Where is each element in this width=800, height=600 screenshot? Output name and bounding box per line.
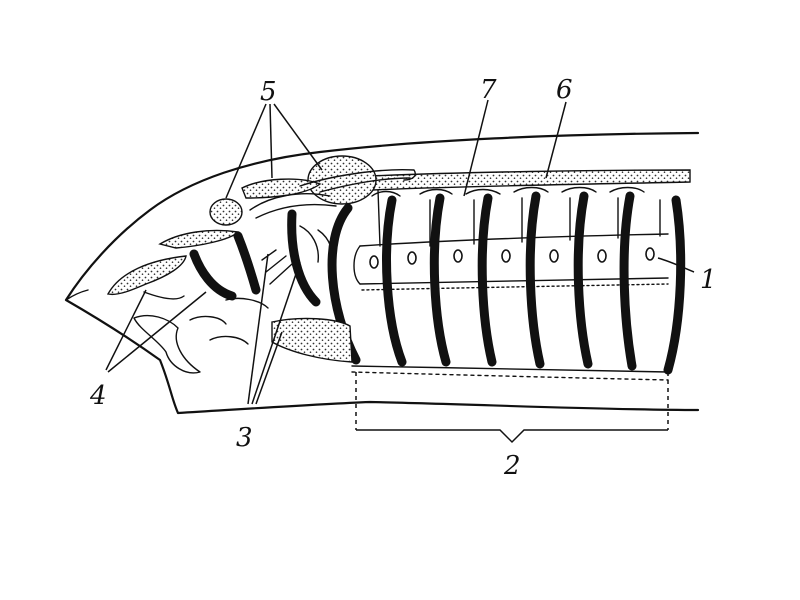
label-6: 6 [556,75,573,105]
label-3: 3 [236,423,253,453]
body-outline [64,131,700,415]
gill-chambers [371,186,661,247]
label-5: 5 [260,77,277,107]
rostral-organs [106,209,321,307]
callout-labels: 1 2 3 4 5 6 7 [89,75,717,481]
leader-lines [105,99,695,444]
oral-cavities [133,225,353,374]
pharynx-apertures [369,247,655,269]
gill-bars [327,191,686,375]
dorsal-band [369,169,691,191]
label-4: 4 [89,381,107,411]
label-7: 7 [480,75,497,105]
label-1: 1 [700,265,717,295]
anterior-organs [209,155,416,226]
ventral-line [351,371,669,381]
label-2: 2 [503,451,521,481]
